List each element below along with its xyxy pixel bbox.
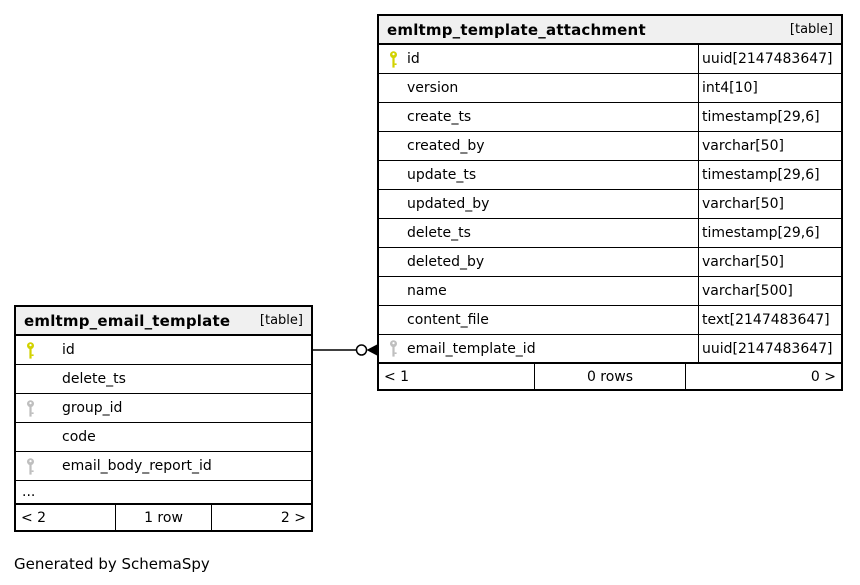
column-type: uuid[2147483647] — [698, 45, 841, 73]
table-footer: < 2 1 row 2 > — [16, 505, 311, 530]
footer-next: 2 > — [280, 509, 306, 526]
column-name: email_body_report_id — [62, 458, 212, 474]
column-row: content_file text[2147483647] — [379, 306, 841, 335]
column-row: deleted_by varchar[50] — [379, 248, 841, 277]
column-row: update_ts timestamp[29,6] — [379, 161, 841, 190]
column-row: group_id — [16, 394, 311, 423]
column-row: created_by varchar[50] — [379, 132, 841, 161]
column-name: create_ts — [407, 109, 472, 125]
column-row: id — [16, 336, 311, 365]
column-name: content_file — [407, 312, 489, 328]
column-row: updated_by varchar[50] — [379, 190, 841, 219]
column-type: timestamp[29,6] — [698, 219, 841, 247]
column-name: updated_by — [407, 196, 490, 212]
column-name: email_template_id — [407, 340, 536, 357]
cardinality-circle — [355, 344, 368, 356]
column-row: id uuid[2147483647] — [379, 45, 841, 74]
primary-key-icon — [389, 50, 400, 68]
generated-by-note: Generated by SchemaSpy — [14, 555, 210, 573]
column-name: id — [62, 342, 75, 358]
column-name: update_ts — [407, 167, 477, 183]
table-header[interactable]: emltmp_template_attachment [table] — [379, 16, 841, 45]
column-row: email_template_id uuid[2147483647] — [379, 335, 841, 364]
column-name: deleted_by — [407, 254, 485, 270]
table-emltmp-email-template: emltmp_email_template [table] id delete_… — [14, 305, 313, 532]
column-row: name varchar[500] — [379, 277, 841, 306]
column-type: varchar[500] — [698, 277, 841, 305]
primary-key-icon — [26, 341, 37, 359]
column-type: timestamp[29,6] — [698, 103, 841, 131]
foreign-key-icon — [389, 340, 400, 357]
column-row: create_ts timestamp[29,6] — [379, 103, 841, 132]
footer-rowcount: 0 rows — [534, 364, 686, 389]
table-badge: [table] — [259, 313, 303, 328]
table-title[interactable]: emltmp_email_template — [24, 311, 231, 330]
column-row: version int4[10] — [379, 74, 841, 103]
column-name: delete_ts — [62, 371, 126, 387]
column-type: uuid[2147483647] — [698, 335, 841, 362]
column-type: varchar[50] — [698, 190, 841, 218]
footer-prev: < 1 — [384, 368, 410, 385]
column-type: int4[10] — [698, 74, 841, 102]
column-name: created_by — [407, 138, 485, 154]
footer-prev: < 2 — [21, 509, 47, 526]
column-row: code — [16, 423, 311, 452]
table-badge: [table] — [789, 22, 833, 37]
column-name: code — [62, 429, 96, 445]
column-name: name — [407, 283, 447, 299]
footer-next: 0 > — [810, 368, 836, 385]
table-title[interactable]: emltmp_template_attachment — [387, 20, 646, 39]
foreign-key-icon — [26, 457, 37, 475]
column-row: delete_ts — [16, 365, 311, 394]
table-footer: < 1 0 rows 0 > — [379, 364, 841, 389]
table-header[interactable]: emltmp_email_template [table] — [16, 307, 311, 336]
column-row: delete_ts timestamp[29,6] — [379, 219, 841, 248]
column-name: group_id — [62, 400, 123, 416]
footer-rowcount: 1 row — [115, 505, 212, 530]
ellipsis-row: ... — [16, 481, 311, 505]
column-name: id — [407, 51, 420, 67]
arrowhead — [366, 344, 377, 356]
table-emltmp-template-attachment: emltmp_template_attachment [table] id uu… — [377, 14, 843, 391]
column-type: varchar[50] — [698, 132, 841, 160]
column-row: email_body_report_id — [16, 452, 311, 481]
column-type: varchar[50] — [698, 248, 841, 276]
column-name: delete_ts — [407, 225, 471, 241]
column-type: timestamp[29,6] — [698, 161, 841, 189]
column-type: text[2147483647] — [698, 306, 841, 334]
column-name: version — [407, 80, 459, 96]
foreign-key-icon — [26, 399, 37, 417]
